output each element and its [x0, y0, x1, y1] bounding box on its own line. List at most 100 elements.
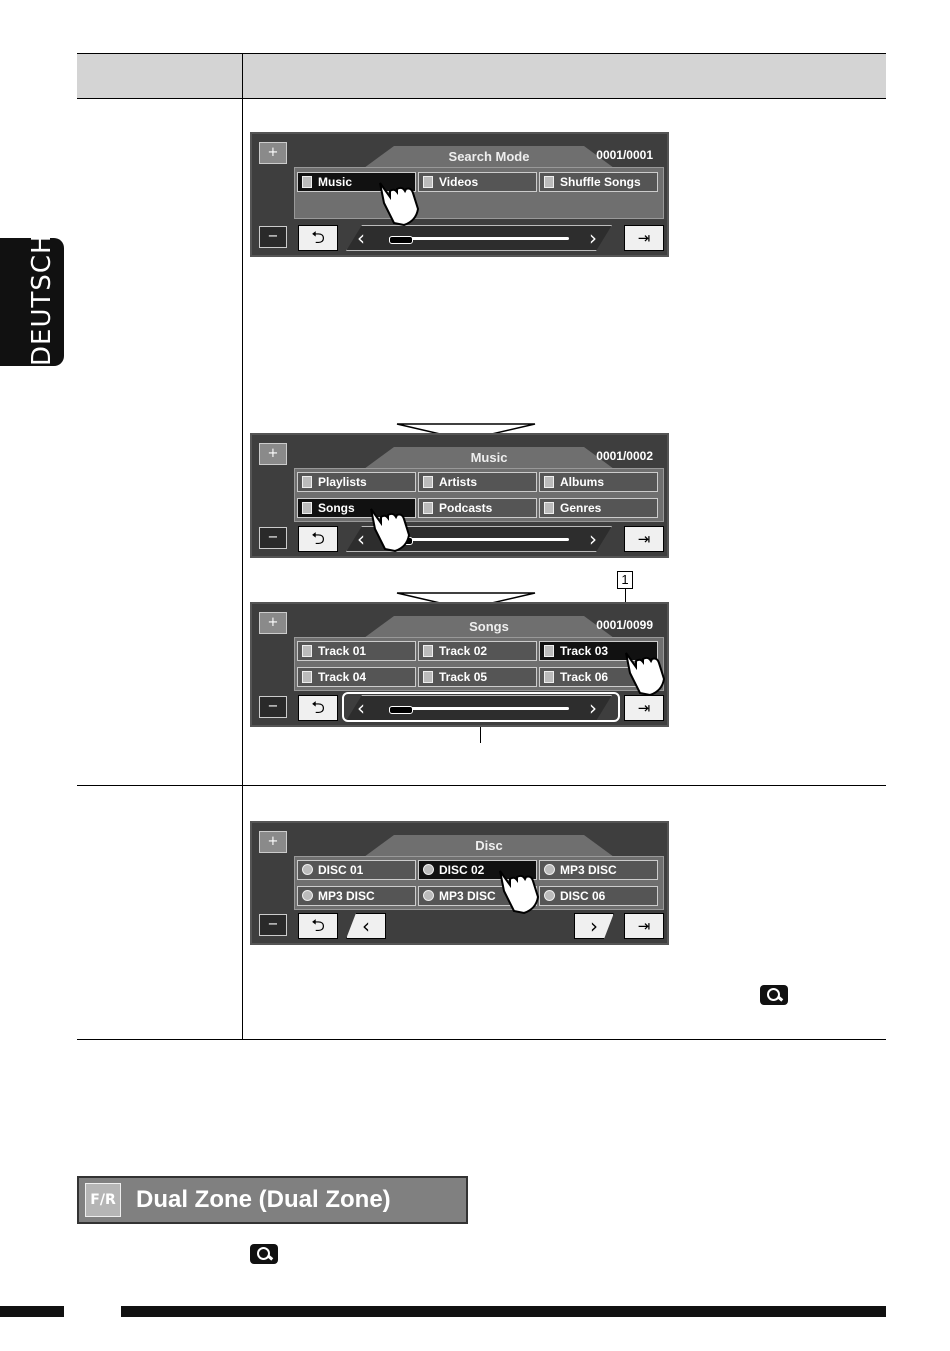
page-prev-button[interactable]: ‹ [346, 913, 386, 939]
callout-leader-line [625, 588, 626, 610]
music-note-icon [302, 476, 312, 488]
callout-number: 1 [617, 571, 633, 589]
screen-title-tab: Search Mode [364, 146, 614, 168]
screen-search-mode: + − Search Mode 0001/0001 Music Videos S… [250, 132, 669, 257]
menu-item-track-02[interactable]: Track 02 [418, 641, 537, 661]
disc-icon [302, 864, 313, 875]
exit-button[interactable]: ⇥ [624, 695, 664, 721]
menu-item-mp3-disc[interactable]: MP3 DISC [297, 886, 416, 906]
screen-counter: 0001/0002 [596, 449, 653, 463]
disc-icon [544, 864, 555, 875]
menu-item-music[interactable]: Music [297, 172, 416, 192]
volume-down-button[interactable]: − [259, 226, 287, 248]
music-note-icon [544, 502, 554, 514]
music-note-icon [544, 176, 554, 188]
step-down-arrow [396, 423, 536, 441]
menu-item-shuffle-songs[interactable]: Shuffle Songs [539, 172, 658, 192]
screen-title-tab: Music [364, 447, 614, 469]
chevron-left-icon[interactable]: ‹ [357, 226, 365, 250]
finger-pointer-icon [499, 870, 540, 915]
table-header-row [77, 53, 886, 99]
footer-bar-left [0, 1306, 64, 1317]
menu-item-track-01[interactable]: Track 01 [297, 641, 416, 661]
music-note-icon [423, 671, 433, 683]
screen-title-tab: Disc [364, 835, 614, 857]
music-note-icon [544, 476, 554, 488]
music-note-icon [302, 671, 312, 683]
dual-zone-title: Dual Zone (Dual Zone) [136, 1186, 391, 1213]
page-next-button[interactable]: › [574, 913, 614, 939]
screen-songs: + − Songs 0001/0099 Track 01 Track 02 Tr… [250, 602, 669, 727]
slider-callout-line [480, 727, 481, 743]
scroll-slider[interactable]: ‹ › [346, 225, 612, 251]
table-column-divider [242, 97, 243, 1040]
language-side-tab: DEUTSCH [0, 233, 64, 366]
front-rear-icon: F/R [85, 1183, 121, 1217]
screen-counter: 0001/0001 [596, 148, 653, 162]
back-button[interactable]: ⮌ [298, 225, 338, 251]
exit-button[interactable]: ⇥ [624, 526, 664, 552]
dual-zone-heading: F/R Dual Zone (Dual Zone) [77, 1176, 468, 1224]
volume-up-button[interactable]: + [259, 831, 287, 853]
chevron-left-icon[interactable]: ‹ [357, 527, 365, 551]
music-note-icon [544, 671, 554, 683]
finger-pointer-icon [379, 182, 420, 227]
volume-up-button[interactable]: + [259, 142, 287, 164]
volume-down-button[interactable]: − [259, 914, 287, 936]
table-bottom-rule [77, 1039, 886, 1040]
screen-music: + − Music 0001/0002 Playlists Artists Al… [250, 433, 669, 558]
menu-item-mp3-disc[interactable]: MP3 DISC [539, 860, 658, 880]
music-note-icon [302, 645, 312, 657]
chevron-right-icon[interactable]: › [589, 696, 597, 720]
chevron-left-icon[interactable]: ‹ [357, 696, 365, 720]
disc-icon [423, 890, 434, 901]
exit-button[interactable]: ⇥ [624, 225, 664, 251]
volume-up-button[interactable]: + [259, 443, 287, 465]
footer-bar-right [121, 1306, 886, 1317]
finger-pointer-icon [370, 508, 411, 553]
music-note-icon [302, 502, 312, 514]
menu-item-disc-06[interactable]: DISC 06 [539, 886, 658, 906]
slider-knob[interactable] [389, 236, 413, 244]
chevron-right-icon[interactable]: › [589, 527, 597, 551]
menu-item-podcasts[interactable]: Podcasts [418, 498, 537, 518]
screen-disc: + − Disc DISC 01 DISC 02 MP3 DISC MP3 DI… [250, 821, 669, 945]
menu-item-genres[interactable]: Genres [539, 498, 658, 518]
music-note-icon [302, 176, 312, 188]
volume-up-button[interactable]: + [259, 612, 287, 634]
disc-icon [423, 864, 434, 875]
step-down-arrow [396, 592, 536, 610]
menu-item-videos[interactable]: Videos [418, 172, 537, 192]
magnifier-icon [250, 1244, 278, 1264]
menu-item-disc-02[interactable]: DISC 02 [418, 860, 537, 880]
volume-down-button[interactable]: − [259, 696, 287, 718]
menu-item-albums[interactable]: Albums [539, 472, 658, 492]
menu-item-artists[interactable]: Artists [418, 472, 537, 492]
table-row-divider [77, 785, 886, 786]
menu-item-songs[interactable]: Songs [297, 498, 416, 518]
menu-item-track-04[interactable]: Track 04 [297, 667, 416, 687]
music-note-icon [544, 645, 554, 657]
menu-item-disc-01[interactable]: DISC 01 [297, 860, 416, 880]
back-button[interactable]: ⮌ [298, 526, 338, 552]
chevron-right-icon[interactable]: › [589, 226, 597, 250]
menu-item-track-05[interactable]: Track 05 [418, 667, 537, 687]
finger-pointer-icon [625, 652, 666, 697]
disc-icon [302, 890, 313, 901]
exit-button[interactable]: ⇥ [624, 913, 664, 939]
music-note-icon [423, 476, 433, 488]
screen-title-tab: Songs [364, 616, 614, 638]
slider-highlight-outline [342, 692, 620, 722]
screen-counter: 0001/0099 [596, 618, 653, 632]
back-button[interactable]: ⮌ [298, 913, 338, 939]
back-button[interactable]: ⮌ [298, 695, 338, 721]
disc-icon [544, 890, 555, 901]
magnifier-icon [760, 985, 788, 1005]
music-note-icon [423, 645, 433, 657]
slider-knob[interactable] [389, 706, 413, 714]
music-note-icon [423, 176, 433, 188]
menu-item-track-06[interactable]: Track 06 [539, 667, 658, 687]
menu-item-playlists[interactable]: Playlists [297, 472, 416, 492]
volume-down-button[interactable]: − [259, 527, 287, 549]
music-note-icon [423, 502, 433, 514]
